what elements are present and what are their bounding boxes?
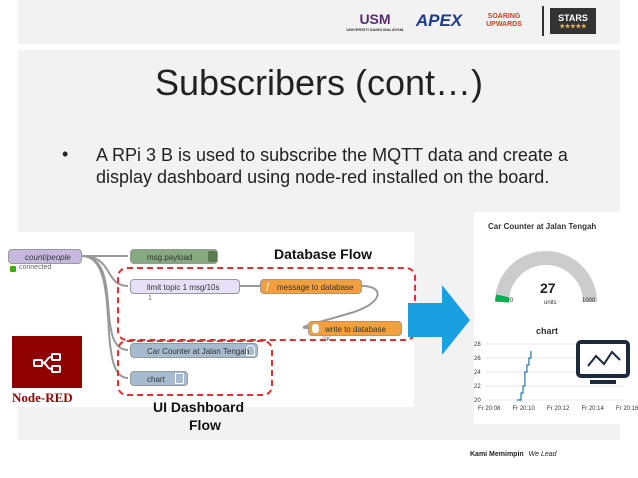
footer-tagline: Kami Memimpin We Lead bbox=[470, 451, 557, 458]
usm-logo-text: USM bbox=[359, 10, 391, 27]
slide-title: Subscribers (cont…) bbox=[154, 62, 484, 103]
chart-node-label: chart bbox=[147, 375, 165, 384]
mqtt-in-node[interactable]: count/people bbox=[8, 249, 82, 264]
database-flow-label: Database Flow bbox=[274, 246, 373, 262]
node-red-logo-text: Node-RED bbox=[12, 390, 73, 405]
database-flow-group bbox=[117, 267, 416, 341]
gauge-min: 0 bbox=[510, 298, 514, 304]
y-tick-label: 24 bbox=[474, 370, 481, 376]
bullet-text: A RPi 3 B is used to subscribe the MQTT … bbox=[96, 145, 568, 187]
stars-logo: STARS ★★★★★ bbox=[550, 8, 596, 34]
footer-bold: Kami Memimpin bbox=[470, 451, 524, 458]
gauge-max: 1000 bbox=[582, 298, 596, 304]
y-tick-label: 20 bbox=[474, 398, 481, 404]
gauge-icon bbox=[246, 345, 255, 356]
gauge-value: 27 bbox=[540, 280, 556, 296]
gauge-node[interactable]: Car Counter at Jalan Tengah bbox=[130, 343, 258, 358]
x-tick-label: Fr 20:14 bbox=[582, 406, 605, 412]
db-label: write to database bbox=[325, 325, 386, 334]
function-node[interactable]: message to database bbox=[260, 279, 362, 294]
debug-toggle-icon[interactable] bbox=[208, 251, 217, 262]
gauge-widget bbox=[495, 251, 597, 303]
database-icon bbox=[312, 324, 319, 333]
mqtt-status: connected bbox=[19, 264, 52, 271]
soaring-upwards-logo: SOARING UPWARDS bbox=[472, 6, 536, 36]
stars-logo-text: STARS bbox=[558, 12, 588, 23]
node-red-flow-icon bbox=[33, 353, 61, 373]
limit-label: limit topic 1 msg/10s bbox=[147, 283, 220, 292]
usm-logo: USM UNIVERSITI SAINS MALAYSIA bbox=[344, 6, 406, 36]
y-tick-label: 26 bbox=[474, 356, 481, 362]
function-label: message to database bbox=[277, 283, 354, 292]
logo-strip: USM UNIVERSITI SAINS MALAYSIA APEX SOARI… bbox=[344, 6, 596, 36]
node-red-logo-mark bbox=[12, 336, 82, 388]
stars-icon: ★★★★★ bbox=[559, 23, 587, 30]
arrow-right-icon bbox=[408, 285, 470, 355]
series-line bbox=[517, 351, 532, 401]
ui-flow-label-2: Flow bbox=[189, 417, 221, 433]
footer-italic: We Lead bbox=[528, 451, 557, 458]
ui-flow-label-1: UI Dashboard bbox=[153, 399, 245, 415]
node-red-logo: Node-RED bbox=[12, 336, 82, 406]
db-node[interactable]: write to database bbox=[308, 321, 402, 336]
gauge-units: units bbox=[544, 300, 557, 306]
dashboard-preview: Car Counter at Jalan Tengah 27 units 0 1… bbox=[474, 212, 638, 424]
ui-flow-group bbox=[117, 340, 273, 396]
chart-icon bbox=[175, 373, 184, 384]
bullet-icon: • bbox=[62, 144, 69, 164]
apex-logo: APEX bbox=[412, 6, 466, 36]
limit-count: 1 bbox=[148, 295, 152, 302]
gauge-node-label: Car Counter at Jalan Tengah bbox=[147, 347, 250, 356]
mqtt-in-label: count/people bbox=[25, 253, 71, 262]
y-tick-label: 22 bbox=[474, 384, 481, 390]
header-bar: USM UNIVERSITI SAINS MALAYSIA APEX SOARI… bbox=[18, 0, 620, 44]
apex-logo-text: APEX bbox=[415, 11, 463, 30]
monitor-chart-icon bbox=[576, 340, 630, 384]
x-tick-label: Fr 20:08 bbox=[478, 406, 501, 412]
usm-logo-subtext: UNIVERSITI SAINS MALAYSIA bbox=[346, 26, 404, 32]
x-tick-label: Fr 20:10 bbox=[513, 406, 536, 412]
chart-node[interactable]: chart bbox=[130, 371, 188, 386]
limit-node[interactable]: limit topic 1 msg/10s bbox=[130, 279, 240, 294]
y-tick-label: 28 bbox=[474, 342, 481, 348]
function-icon: ƒ bbox=[265, 281, 271, 291]
x-tick-label: Fr 20:12 bbox=[547, 406, 570, 412]
x-tick-label: Fr 20:16 bbox=[616, 406, 638, 412]
soaring-upwards-text: SOARING UPWARDS bbox=[486, 13, 522, 28]
chart-title: chart bbox=[536, 326, 559, 336]
gauge-title: Car Counter at Jalan Tengah bbox=[488, 222, 597, 231]
debug-label: msg.payload bbox=[147, 253, 193, 262]
debug-node[interactable]: msg.payload bbox=[130, 249, 218, 264]
status-dot-icon bbox=[10, 266, 16, 272]
logo-divider bbox=[542, 6, 544, 36]
